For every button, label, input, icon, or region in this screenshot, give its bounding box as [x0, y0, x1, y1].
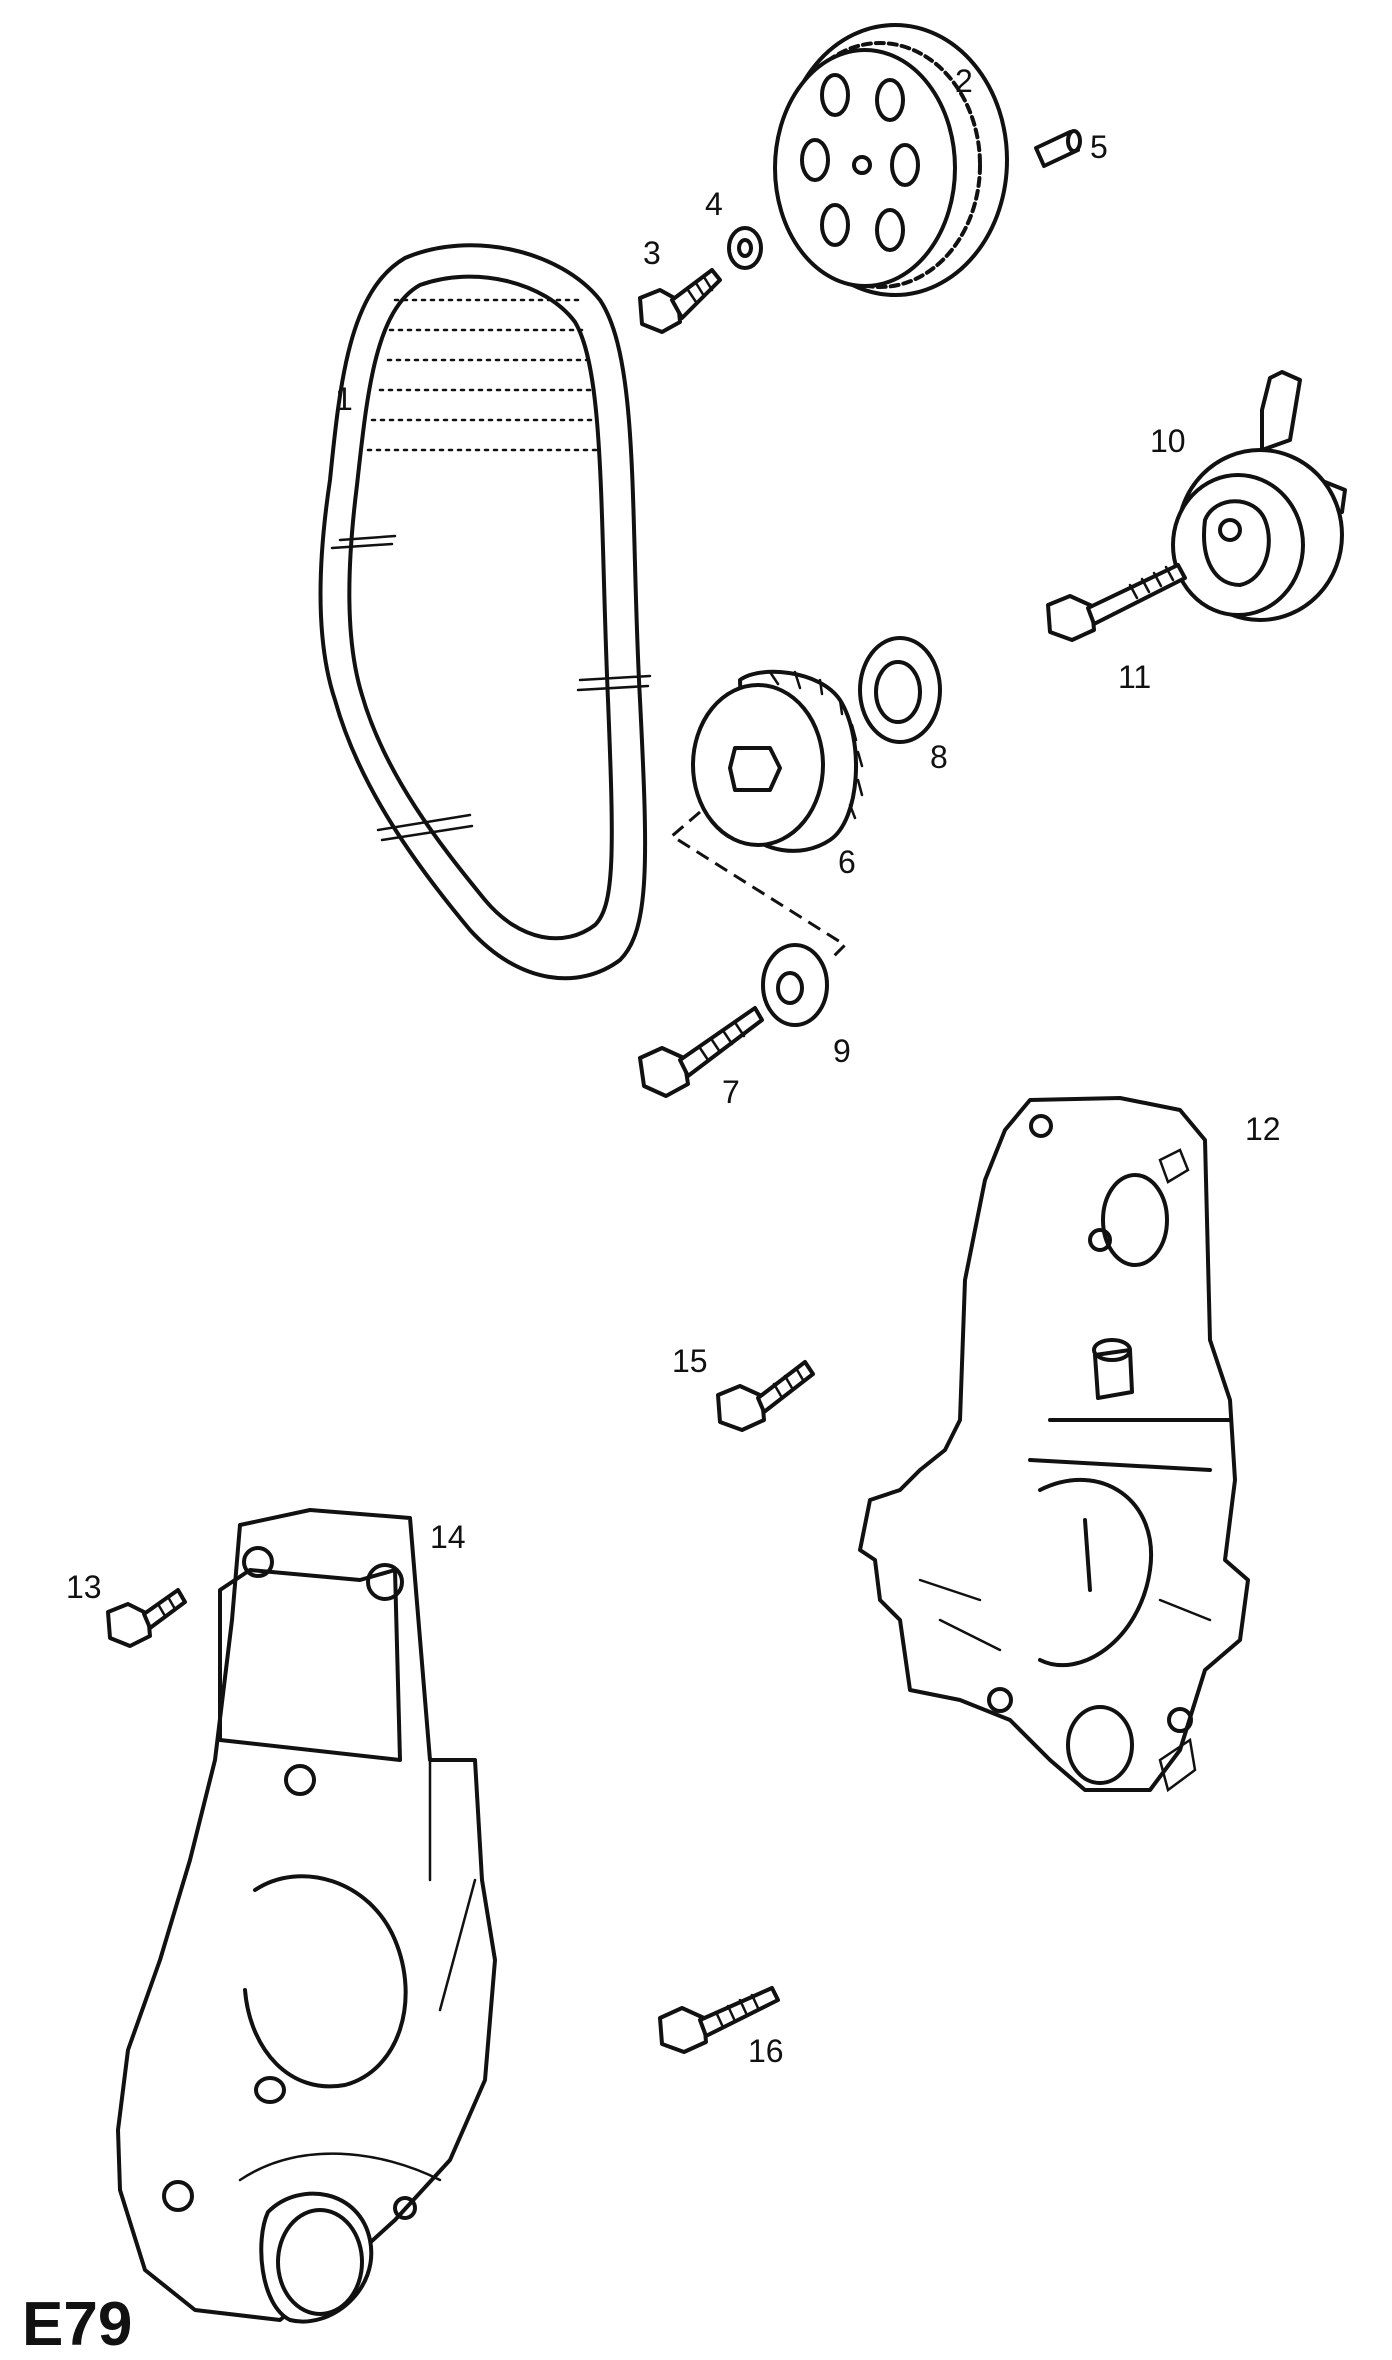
part-5-dowel-pin[interactable] — [1034, 129, 1082, 168]
part-13-bolt[interactable] — [106, 1588, 187, 1648]
callout-14: 14 — [430, 1519, 466, 1555]
callout-7: 7 — [722, 1074, 740, 1110]
callout-4: 4 — [705, 186, 723, 222]
callout-11: 11 — [1118, 659, 1151, 695]
part-16-bolt[interactable] — [658, 1986, 780, 2054]
callout-8: 8 — [930, 739, 948, 775]
part-6-crankshaft-sprocket[interactable] — [691, 669, 864, 853]
diagram-code: E79 — [22, 2290, 132, 2359]
callout-16: 16 — [748, 2033, 784, 2069]
part-8-seal-ring[interactable] — [858, 636, 942, 744]
callout-5: 5 — [1090, 129, 1108, 165]
callout-10: 10 — [1150, 423, 1186, 459]
part-15-bolt[interactable] — [716, 1360, 815, 1432]
part-7-bolt[interactable] — [638, 1006, 764, 1098]
part-14-front-timing-cover[interactable] — [116, 1508, 497, 2324]
part-3-bolt[interactable] — [638, 268, 722, 334]
part-9-spacer[interactable] — [761, 943, 829, 1027]
callout-2: 2 — [955, 63, 973, 99]
part-11-bolt[interactable] — [1046, 563, 1187, 642]
part-4-washer[interactable] — [727, 226, 763, 270]
callout-13: 13 — [66, 1569, 102, 1605]
part-2-camshaft-sprocket[interactable] — [773, 23, 1009, 297]
callout-1: 1 — [335, 381, 353, 417]
part-12-rear-timing-cover[interactable] — [858, 1096, 1250, 1793]
assembly-relation-line — [669, 810, 848, 962]
callout-9: 9 — [833, 1033, 851, 1069]
callout-6: 6 — [838, 844, 856, 880]
callout-12: 12 — [1245, 1111, 1281, 1147]
part-10-tensioner-pulley[interactable] — [1171, 370, 1347, 622]
part-1-timing-belt[interactable] — [318, 243, 652, 981]
callout-15: 15 — [672, 1343, 708, 1379]
callout-3: 3 — [643, 235, 661, 271]
